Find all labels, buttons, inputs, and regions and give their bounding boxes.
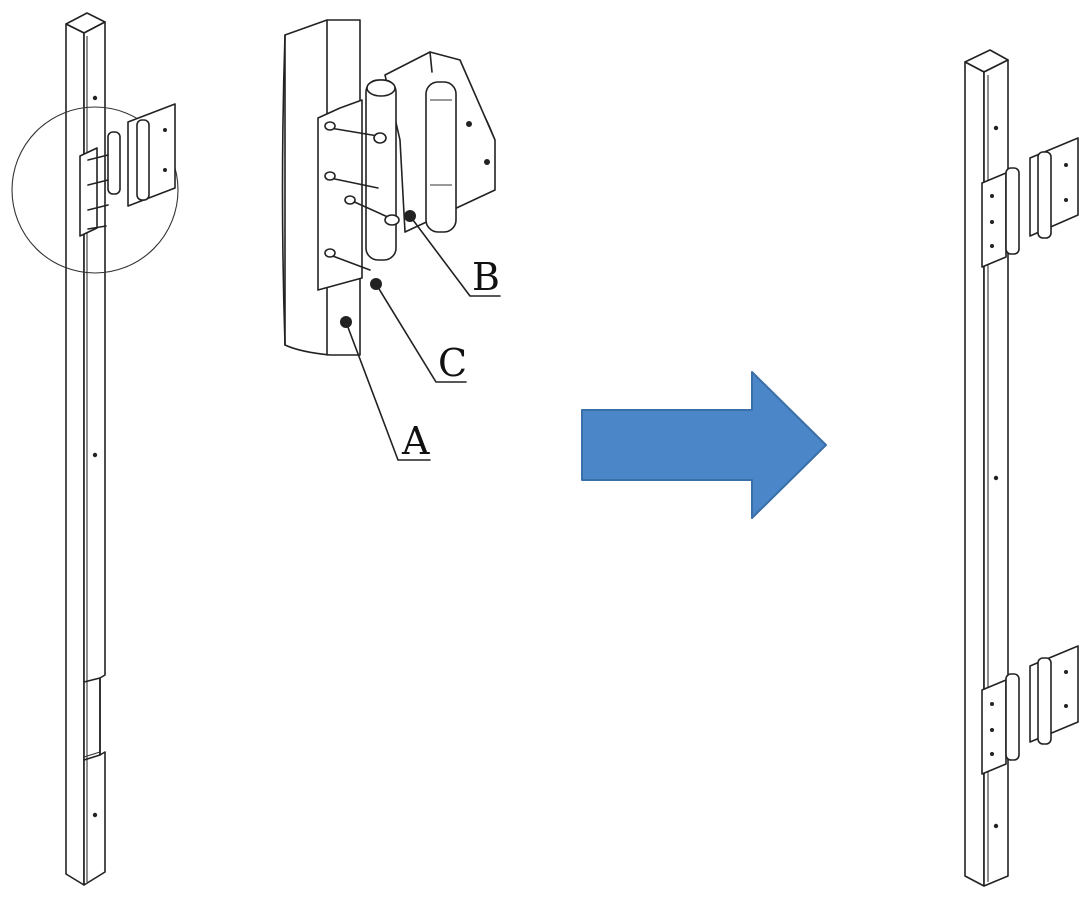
left-post-before — [65, 12, 106, 886]
lower-hinge — [981, 645, 1079, 775]
callout-c-label: C — [438, 341, 467, 385]
callout-b-label: B — [472, 255, 500, 299]
upper-hinge — [981, 137, 1079, 268]
zoom-detail — [281, 19, 501, 461]
right-post-after — [964, 49, 1009, 887]
detail-circle — [11, 103, 179, 274]
callout-a-label: A — [401, 419, 430, 463]
right-arrow-icon — [581, 371, 827, 519]
